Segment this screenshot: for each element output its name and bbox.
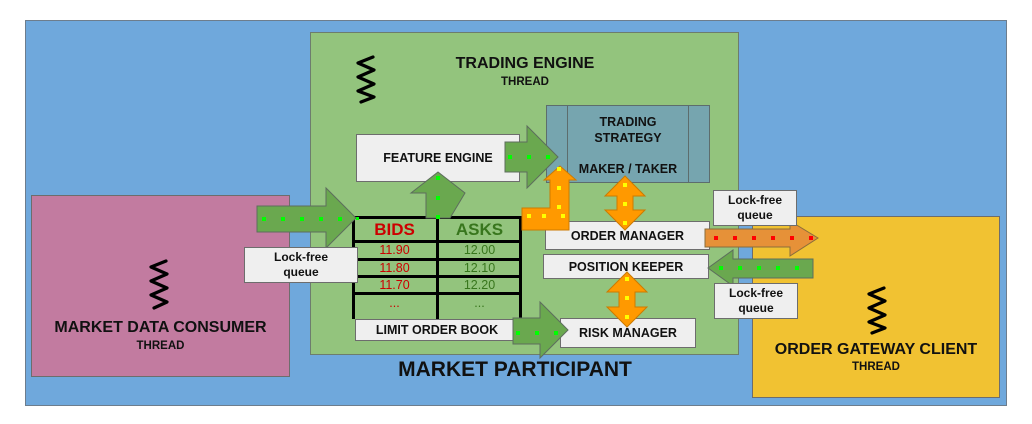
limit-order-book-label: LIMIT ORDER BOOK	[355, 319, 519, 341]
ask-ellipsis: ...	[474, 296, 485, 310]
market-participant-label: MARKET PARTICIPANT	[398, 358, 632, 381]
position-keeper-risk-manager-bidirectional-arrow	[605, 271, 649, 328]
asks-header: ASKS	[455, 220, 504, 239]
queue-label-line2: queue	[283, 265, 319, 279]
thread-spring-icon	[149, 259, 169, 310]
thread-spring-icon	[867, 286, 887, 335]
ask-price: 12.20	[463, 278, 496, 292]
bid-price: 11.80	[379, 261, 410, 275]
trading-strategy-line2: STRATEGY	[594, 131, 662, 145]
order-manager-box: ORDER MANAGER	[545, 221, 710, 250]
trading-engine-subtitle: THREAD	[501, 76, 549, 88]
order-gateway-client-title: ORDER GATEWAY CLIENT	[774, 341, 978, 358]
market-data-consumer-title: MARKET DATA CONSUMER	[54, 319, 267, 336]
thread-spring-icon	[356, 55, 376, 104]
strategy-order-manager-bidirectional-arrow	[603, 175, 647, 231]
trading-strategy-line3: MAKER / TAKER	[578, 162, 678, 176]
trading-engine-thread	[310, 32, 739, 355]
bids-header: BIDS	[374, 220, 415, 239]
order-gateway-client-subtitle: THREAD	[852, 361, 900, 373]
trading-strategy-line1: TRADING	[599, 115, 657, 129]
bid-price: 11.90	[379, 243, 410, 257]
queue-label-line1: Lock-free	[273, 250, 329, 264]
market-data-consumer-subtitle: THREAD	[136, 340, 185, 352]
trading-engine-title: TRADING ENGINE	[455, 55, 595, 72]
ask-price: 12.10	[463, 261, 496, 275]
queue-label-line2: queue	[737, 208, 773, 222]
lob-to-strategy-orange-arrow	[521, 165, 578, 231]
bid-price: 11.70	[379, 278, 410, 292]
lob-to-risk-manager-arrow	[512, 300, 569, 360]
bid-ellipsis: ...	[389, 296, 400, 310]
position-keeper-box: POSITION KEEPER	[543, 254, 709, 279]
queue-label-line1: Lock-free	[728, 286, 784, 300]
ogc-to-engine-green-arrow	[707, 249, 814, 287]
ask-price: 12.00	[463, 243, 496, 257]
engine-to-ogc-orange-arrow	[704, 220, 819, 257]
feature-engine-to-strategy-arrow	[504, 124, 559, 190]
mdc-to-engine-arrow	[256, 186, 359, 250]
lob-to-feature-engine-arrow	[409, 171, 466, 219]
queue-label-line2: queue	[738, 301, 774, 315]
queue-label-line1: Lock-free	[727, 193, 783, 207]
